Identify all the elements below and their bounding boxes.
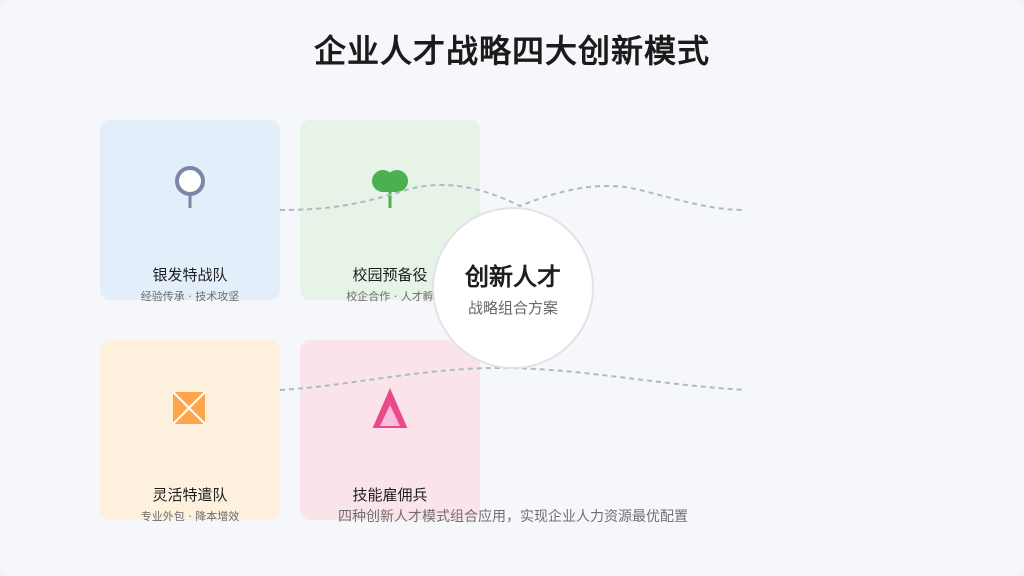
card-desc: 经验传承 · 技术攻坚: [140, 290, 240, 303]
tree-icon: [372, 170, 408, 208]
center-title: 创新人才: [465, 263, 561, 291]
center-node: 创新人才 战略组合方案: [432, 207, 594, 369]
card-desc: 校企合作 · 人才孵: [346, 290, 434, 303]
card-skill-mercenary: 技能雇佣兵: [300, 340, 480, 520]
card-name: 银发特战队: [152, 266, 228, 284]
page-title: 企业人才战略四大创新模式: [313, 32, 710, 70]
triangle-icon: [372, 388, 408, 428]
card-name: 灵活特遣队: [152, 486, 228, 504]
card-silver-team: 银发特战队 经验传承 · 技术攻坚: [100, 120, 280, 303]
center-subtitle: 战略组合方案: [467, 299, 558, 317]
footer-note: 四种创新人才模式组合应用，实现企业人力资源最优配置: [338, 509, 688, 525]
card-desc: 专业外包 · 降本增效: [140, 510, 240, 523]
card-flex-team: 灵活特遣队 专业外包 · 降本增效: [100, 340, 280, 523]
pin-icon: [175, 166, 205, 208]
card-name: 技能雇佣兵: [352, 486, 428, 504]
card-name: 校园预备役: [352, 266, 428, 284]
crossed-box-icon: [172, 391, 206, 425]
